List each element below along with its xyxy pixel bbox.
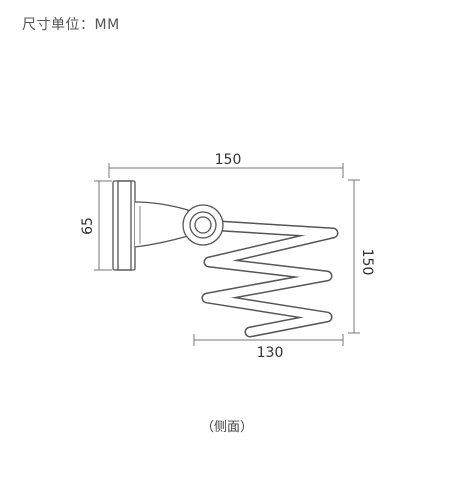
- dim-coil-width-label: 130: [257, 345, 284, 361]
- unit-note: 尺寸单位：MM: [22, 17, 120, 33]
- dimension-lines: [94, 163, 360, 346]
- dim-base-height-label: 65: [80, 217, 96, 235]
- view-caption: （侧面）: [200, 420, 253, 435]
- dim-coil-height-label: 150: [359, 249, 375, 276]
- ring-connector: [182, 204, 224, 246]
- dim-total-width-label: 150: [215, 152, 242, 168]
- wall-plate: [112, 180, 136, 271]
- support-arm: [134, 201, 189, 248]
- spiral-coil: [198, 219, 339, 338]
